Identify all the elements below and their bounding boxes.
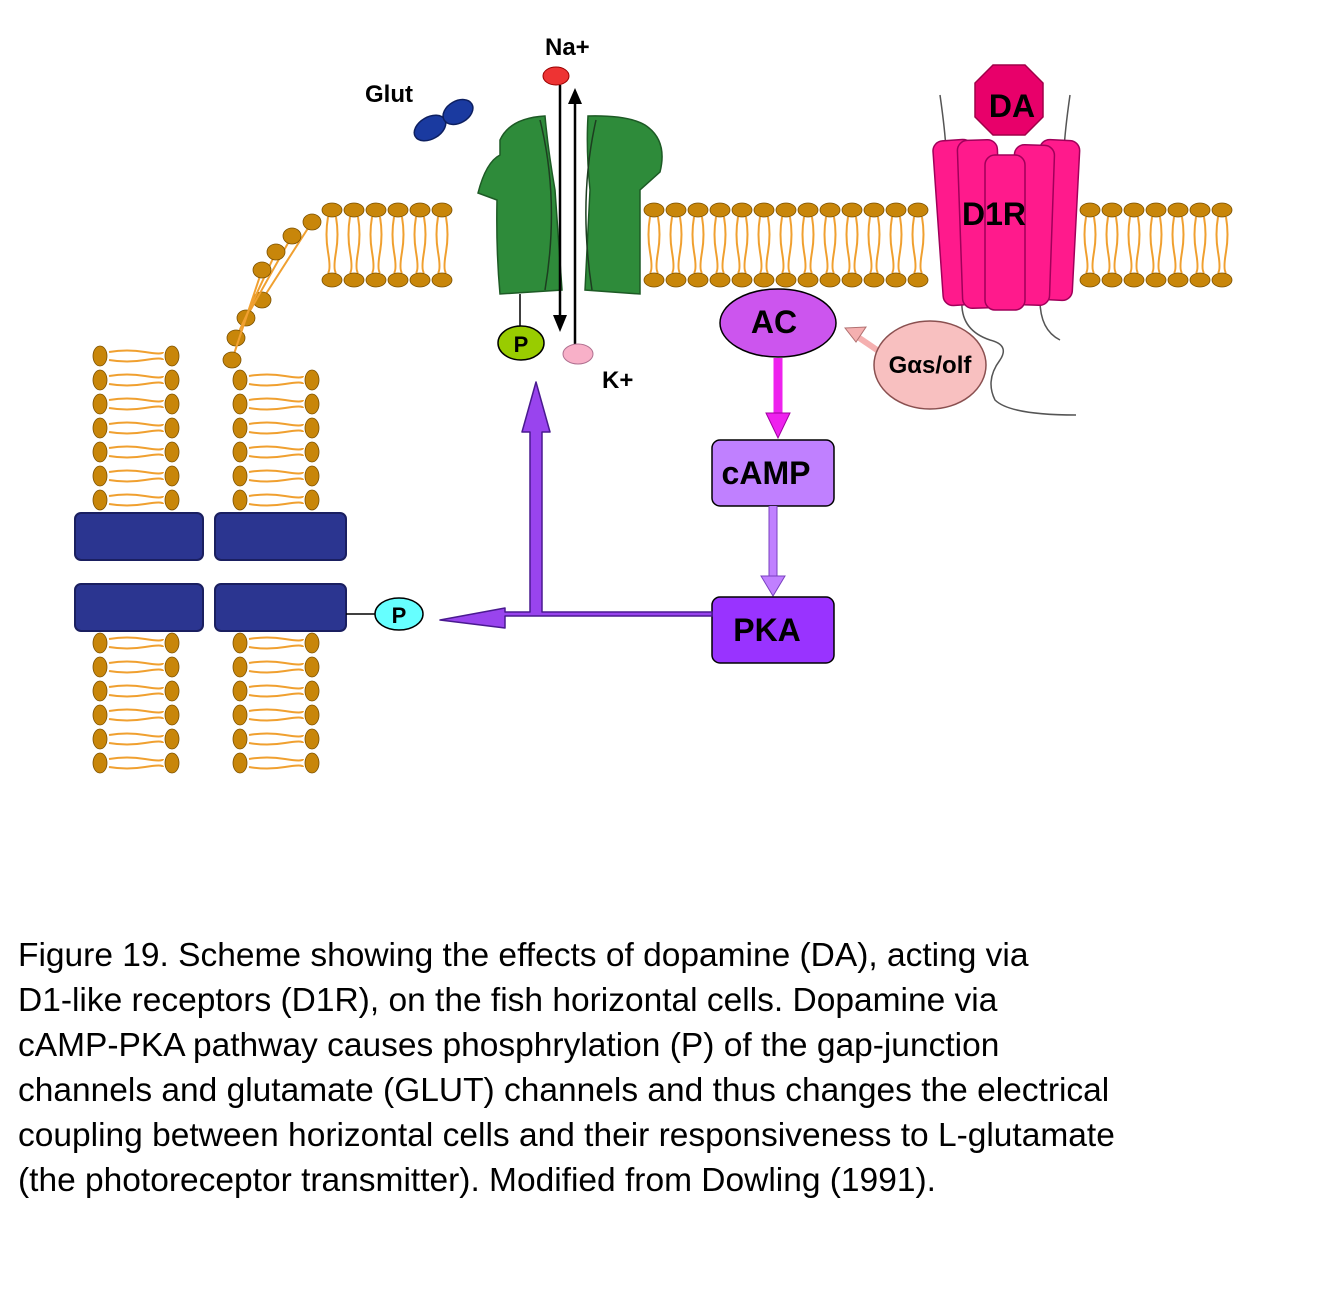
channel-phosphate-label: P: [514, 332, 529, 357]
da-label: DA: [989, 88, 1035, 124]
caption-line: D1-like receptors (D1R), on the fish hor…: [18, 982, 998, 1019]
glutamate-channel: [477, 85, 663, 350]
pka-output-arrows: [439, 381, 713, 629]
ac-label: AC: [751, 304, 797, 340]
gap-junction-phosphate: P: [374, 597, 424, 631]
glutamate-molecule: [413, 98, 474, 142]
gap-junction-block: [74, 583, 204, 632]
caption-line: cAMP-PKA pathway causes phosphrylation (…: [18, 1027, 1000, 1064]
cell-membrane-bilayer: [92, 202, 1233, 774]
gap-junction-block: [74, 512, 204, 561]
channel-phosphate: P: [497, 325, 545, 361]
gap-junction-channels: [74, 512, 378, 632]
glut-label: Glut: [365, 81, 413, 108]
gap-phosphate-label: P: [392, 603, 407, 628]
caption-line: (the photoreceptor transmitter). Modifie…: [18, 1162, 936, 1199]
pka-box: PKA: [711, 596, 835, 664]
adenylyl-cyclase: AC: [719, 288, 837, 358]
figure-caption: Figure 19. Scheme showing the effects of…: [18, 933, 1313, 1203]
gap-junction-block: [214, 583, 347, 632]
pka-label: PKA: [733, 612, 801, 648]
caption-line: coupling between horizontal cells and th…: [18, 1117, 1115, 1154]
potassium-label: K+: [602, 367, 633, 394]
gap-junction-block: [214, 512, 347, 561]
sodium-label: Na+: [545, 34, 590, 61]
g-alpha-s-olf: Gαs/olf: [873, 320, 987, 410]
sodium-ion: [542, 66, 570, 86]
gas-label: Gαs/olf: [889, 352, 973, 379]
potassium-ion: [562, 343, 594, 365]
caption-line: Figure 19. Scheme showing the effects of…: [18, 937, 1029, 974]
camp-label: cAMP: [722, 455, 811, 491]
dopamine-molecule: [974, 64, 1044, 136]
d1r-label: D1R: [962, 196, 1026, 232]
dopamine-signaling-diagram: P P Na+ K+ Glut D1R: [74, 34, 1233, 774]
camp-box: cAMP: [711, 439, 835, 507]
caption-line: channels and glutamate (GLUT) channels a…: [18, 1072, 1110, 1109]
d1-receptor: [932, 94, 1081, 416]
